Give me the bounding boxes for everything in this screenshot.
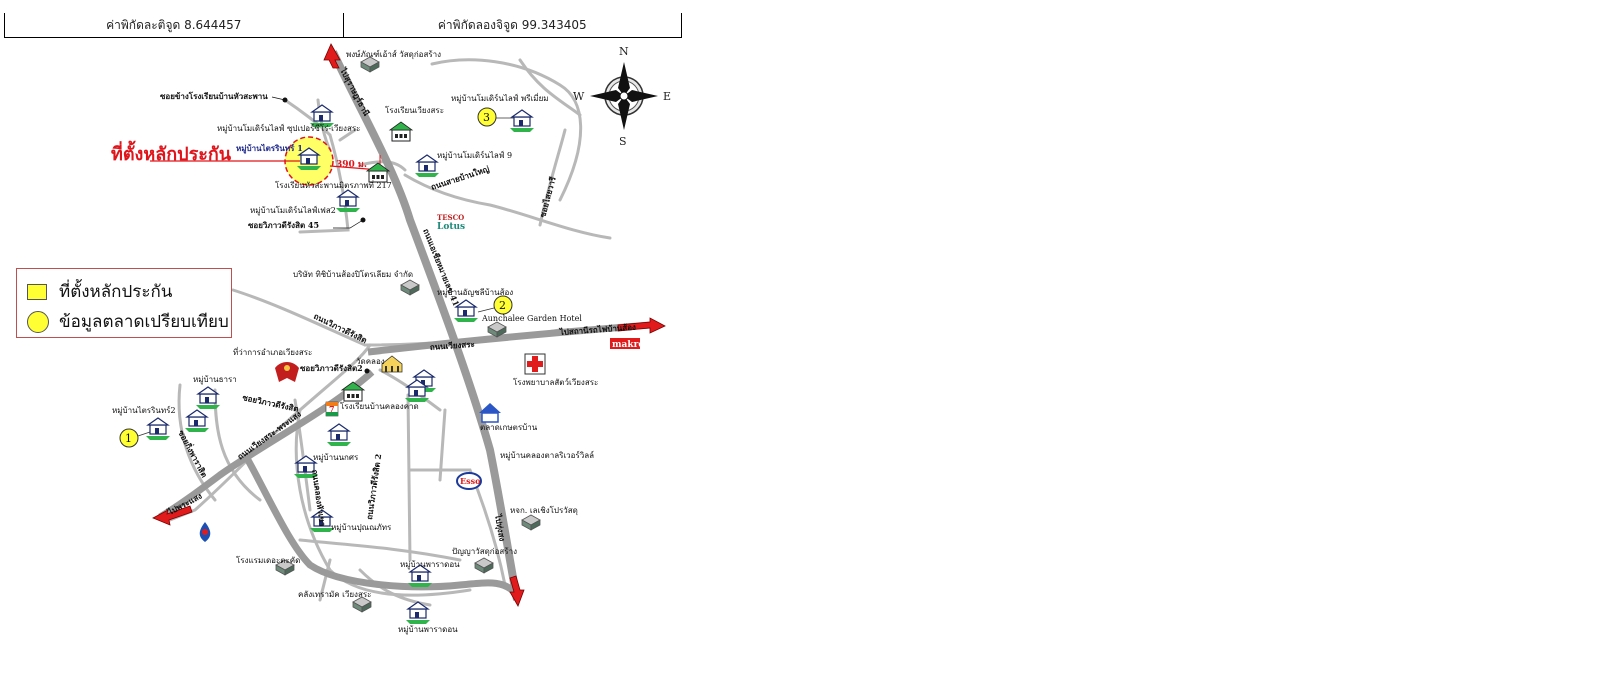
svg-text:ซอยไสยวารี: ซอยไสยวารี — [537, 175, 558, 219]
svg-text:7: 7 — [329, 404, 335, 414]
svg-text:หมู่บ้านนกศร: หมู่บ้านนกศร — [313, 453, 359, 463]
market-icon — [479, 403, 501, 423]
svg-text:หมู่บ้านอัญชลีบ้านส้อง: หมู่บ้านอัญชลีบ้านส้อง — [437, 288, 513, 298]
main-roads — [158, 50, 651, 601]
yellow-circle-icon — [27, 310, 49, 333]
temple-icon — [381, 355, 403, 373]
svg-text:โรงเรียนบ้านคลองคาด: โรงเรียนบ้านคลองคาด — [340, 401, 419, 411]
market-marker-1: 1 — [119, 428, 151, 448]
svg-text:Lotus: Lotus — [437, 222, 465, 232]
makro-logo: makro — [610, 338, 644, 350]
coordinate-bar: ค่าพิกัดละติจูด 8.644457 ค่าพิกัดลองจิจู… — [4, 13, 682, 38]
tesco-lotus-logo: TESCO Lotus — [437, 213, 465, 232]
svg-text:3: 3 — [483, 111, 490, 124]
svg-text:ซอยวิภาวดีรังสิต 45: ซอยวิภาวดีรังสิต 45 — [248, 220, 319, 230]
svg-text:หมู่บ้านพาราดอน: หมู่บ้านพาราดอน — [400, 560, 460, 570]
svg-text:TESCO: TESCO — [437, 213, 464, 222]
svg-text:Aunchalee Garden Hotel: Aunchalee Garden Hotel — [481, 314, 582, 323]
svg-text:หมู่บ้านไตรรินทร์2: หมู่บ้านไตรรินทร์2 — [112, 405, 176, 416]
latitude-cell: ค่าพิกัดละติจูด 8.644457 — [106, 17, 242, 32]
svg-text:หมู่บ้านโมเดิร์นไลฟ์ ซุปเปอร์ซ: หมู่บ้านโมเดิร์นไลฟ์ ซุปเปอร์ซีโร่-เวียง… — [217, 123, 360, 134]
svg-text:ถนนคลองหัวเขา: ถนนคลองหัวเขา — [310, 469, 328, 527]
market-marker-3: 3 — [477, 107, 515, 127]
subject-label: ที่ตั้งหลักประกัน — [111, 140, 232, 165]
svg-text:โรงเรียนหัวสะพานมิตรภาพที่ 217: โรงเรียนหัวสะพานมิตรภาพที่ 217 — [275, 179, 392, 190]
compass-s: S — [619, 135, 627, 148]
svg-text:ที่ว่าการอำเภอเวียงสระ: ที่ว่าการอำเภอเวียงสระ — [233, 346, 312, 357]
ptt-icon — [199, 522, 211, 542]
svg-text:โรงแรมเดอะตะคัด: โรงแรมเดอะตะคัด — [236, 555, 300, 565]
subject-distance: 390 ม. — [336, 160, 367, 170]
svg-text:หมู่บ้านโมเดิร์นไลฟ์เฟส2: หมู่บ้านโมเดิร์นไลฟ์เฟส2 — [250, 205, 336, 216]
compass-w: W — [573, 90, 585, 103]
longitude-cell: ค่าพิกัดลองจิจูด 99.343405 — [342, 13, 682, 37]
svg-text:โรงพยาบาลสัตว์เวียงสระ: โรงพยาบาลสัตว์เวียงสระ — [513, 377, 598, 387]
esso-icon: Esso — [456, 472, 482, 490]
svg-text:หมู่บ้านพาราดอน: หมู่บ้านพาราดอน — [398, 625, 458, 635]
svg-text:หมู่บ้านปุณณภัทร: หมู่บ้านปุณณภัทร — [331, 523, 392, 533]
compass-n: N — [619, 45, 629, 58]
svg-text:makro: makro — [612, 340, 644, 350]
svg-text:หมู่บ้านโมเดิร์นไลฟ์ 9: หมู่บ้านโมเดิร์นไลฟ์ 9 — [437, 150, 512, 161]
svg-text:ถนนสายบ้านใหญ่: ถนนสายบ้านใหญ่ — [430, 164, 491, 193]
svg-text:ถนนเวียงสระ-พระแสง: ถนนเวียงสระ-พระแสง — [235, 409, 303, 462]
svg-text:พงษ์ภัณฑ์เอ้าส์ วัสดุก่อสร้าง: พงษ์ภัณฑ์เอ้าส์ วัสดุก่อสร้าง — [346, 49, 441, 59]
svg-text:ปัญญาวัสดุก่อสร้าง: ปัญญาวัสดุก่อสร้าง — [452, 547, 517, 556]
red-arrow-icon — [152, 43, 666, 607]
svg-text:ซอยกิ่งพาราสิต: ซอยกิ่งพาราสิต — [176, 428, 210, 479]
connector-lines — [271, 96, 364, 229]
svg-text:วัดคลอง: วัดคลอง — [356, 357, 385, 366]
connector-dots — [282, 97, 370, 374]
subject-village: หมู่บ้านไตรรินทร์ 1 — [236, 143, 303, 154]
svg-text:หมู่บ้านโมเดิร์นไลฟ์ พรีเมี่ยม: หมู่บ้านโมเดิร์นไลฟ์ พรีเมี่ยม — [451, 92, 549, 104]
legend-market-label: ข้อมูลตลาดเปรียบเทียบ — [59, 312, 229, 332]
compass-e: E — [663, 90, 671, 103]
yellow-square-icon — [27, 283, 47, 300]
svg-text:ถนนวิภาวดีรังสิต 2: ถนนวิภาวดีรังสิต 2 — [364, 453, 383, 520]
legend-collateral-label: ที่ตั้งหลักประกัน — [59, 282, 173, 302]
svg-text:Esso: Esso — [460, 476, 481, 486]
svg-text:หมู่บ้านคลองตาลริเวอร์วิลล์: หมู่บ้านคลองตาลริเวอร์วิลล์ — [500, 450, 594, 461]
svg-text:ซอยวิภาวดีรังสิต: ซอยวิภาวดีรังสิต — [242, 392, 300, 414]
svg-text:โรงเรียนเวียงสระ: โรงเรียนเวียงสระ — [385, 105, 444, 115]
svg-text:หจก. เลเชิงโปรวัสดุ: หจก. เลเชิงโปรวัสดุ — [510, 505, 578, 515]
place-labels: พงษ์ภัณฑ์เอ้าส์ วัสดุก่อสร้าง ซอยข้างโรง… — [112, 49, 598, 635]
market-marker-2: 2 — [477, 295, 513, 315]
legend-market: ข้อมูลตลาดเปรียบเทียบ — [27, 308, 229, 335]
svg-text:คลังเทรามัค เวียงสระ: คลังเทรามัค เวียงสระ — [298, 590, 371, 599]
svg-text:ตลาดเกษตรบ้าน: ตลาดเกษตรบ้าน — [480, 423, 538, 432]
seven-eleven-icon: 7 — [325, 401, 339, 417]
compass-rose-icon — [590, 62, 658, 130]
svg-text:ไปสุราษฎร์ธานี: ไปสุราษฎร์ธานี — [337, 65, 372, 118]
svg-text:2: 2 — [499, 299, 506, 312]
svg-text:ซอยวิภาวดีรังสิต2: ซอยวิภาวดีรังสิต2 — [300, 363, 363, 373]
legend-collateral: ที่ตั้งหลักประกัน — [27, 278, 172, 305]
svg-text:หมู่บ้านธารา: หมู่บ้านธารา — [193, 375, 237, 385]
svg-text:1: 1 — [125, 432, 132, 445]
map-legend: ที่ตั้งหลักประกัน ข้อมูลตลาดเปรียบเทียบ — [16, 268, 232, 338]
hospital-icon — [524, 353, 546, 375]
svg-text:ซอยข้างโรงเรียนบ้านหัวสะพาน: ซอยข้างโรงเรียนบ้านหัวสะพาน — [160, 91, 268, 101]
svg-text:ถนนเวียงสระ: ถนนเวียงสระ — [429, 339, 475, 352]
svg-text:บริษัท ทิชิบ้านส้องปิโตรเลียม: บริษัท ทิชิบ้านส้องปิโตรเลียม จำกัด — [293, 269, 413, 279]
garuda-icon — [275, 362, 299, 382]
svg-text:ไปสถานีรถไฟบ้านส้อง: ไปสถานีรถไฟบ้านส้อง — [558, 322, 636, 337]
svg-text:ถนนวิภาวดีรังสิต: ถนนวิภาวดีรังสิต — [312, 311, 369, 345]
